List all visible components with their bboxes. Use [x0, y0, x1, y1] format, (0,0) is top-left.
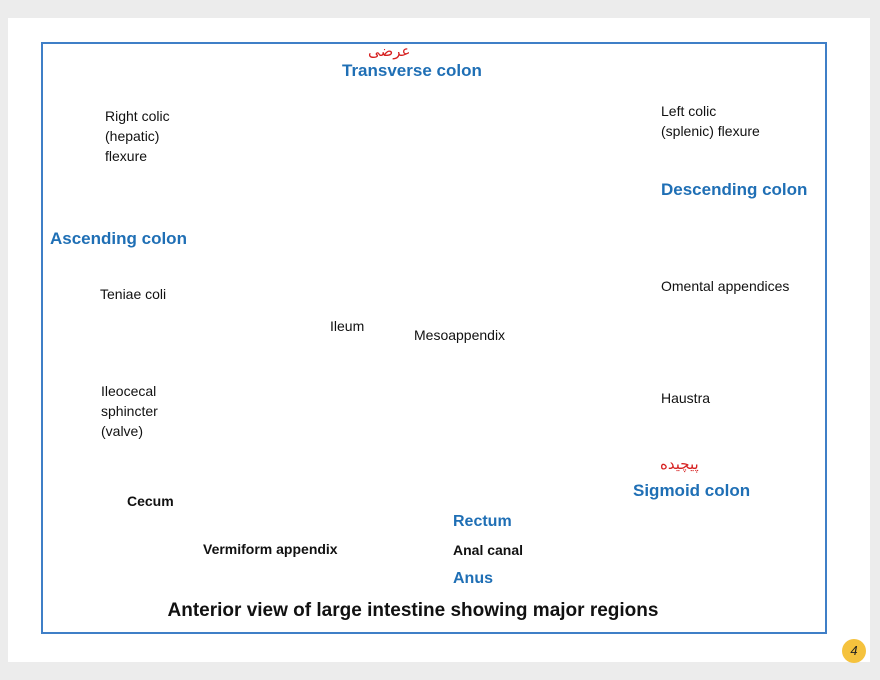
- label-haustra: Haustra: [661, 390, 711, 406]
- label-transverse-colon: Transverse colon: [342, 61, 482, 80]
- label-ascending-colon: Ascending colon: [50, 229, 187, 248]
- label-anal-canal: Anal canal: [453, 542, 524, 558]
- label-rectum: Rectum: [453, 513, 512, 530]
- figure-caption: Anterior view of large intestine showing…: [167, 600, 659, 621]
- label-mesoappendix: Mesoappendix: [414, 327, 506, 343]
- label-descending-colon: Descending colon: [661, 180, 808, 199]
- label-left-colic-flexure: Left colic (splenic) flexure: [661, 103, 760, 139]
- label-sigmoid-colon: Sigmoid colon: [633, 481, 751, 500]
- label-teniae-coli: Teniae coli: [100, 286, 167, 302]
- handwritten-note-transverse: عرضی: [368, 42, 411, 60]
- label-ileum: Ileum: [330, 318, 365, 334]
- content-frame: [41, 42, 827, 634]
- label-anus: Anus: [453, 570, 493, 587]
- label-right-colic-flexure: Right colic (hepatic) flexure: [105, 108, 170, 164]
- label-omental-appendices: Omental appendices: [661, 278, 790, 294]
- label-cecum: Cecum: [127, 493, 174, 509]
- handwritten-note-sigmoid: پیچیده: [660, 455, 699, 473]
- label-ileocecal-sphincter: Ileocecal sphincter (valve): [101, 383, 158, 439]
- label-vermiform-appendix: Vermiform appendix: [203, 541, 338, 557]
- page-number-badge: 4: [842, 639, 866, 663]
